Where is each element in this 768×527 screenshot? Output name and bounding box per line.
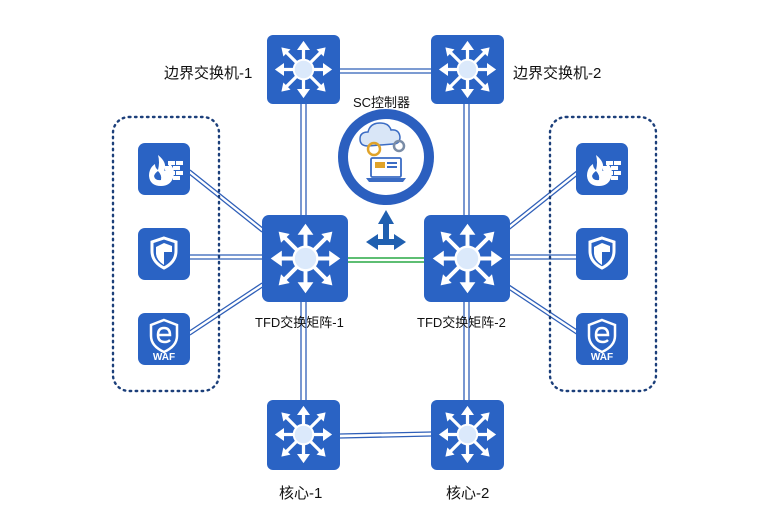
tfd-matrix-1[interactable] <box>262 215 348 302</box>
tfd-interlink <box>348 257 424 263</box>
right-device-3[interactable]: WAF <box>576 313 628 365</box>
shield-icon <box>150 236 178 270</box>
left-waf-label: WAF <box>153 352 175 363</box>
waf-icon: WAF <box>587 318 617 363</box>
tfd-matrix-2-label: TFD交换矩阵-2 <box>417 315 506 330</box>
border-switch-2-label: 边界交换机-2 <box>513 65 602 82</box>
left-security-group <box>111 115 221 393</box>
border-switch-1[interactable] <box>267 35 340 104</box>
right-device-1[interactable] <box>576 143 628 195</box>
core-1-label: 核心-1 <box>279 485 323 502</box>
left-device-2[interactable] <box>138 228 190 280</box>
core-switch-1[interactable] <box>267 400 340 470</box>
sc-controller[interactable] <box>338 109 434 205</box>
tfd-matrix-2[interactable] <box>424 215 510 302</box>
right-security-group <box>548 115 658 393</box>
right-device-2[interactable] <box>576 228 628 280</box>
border-switch-1-label: 边界交换机-1 <box>164 65 253 82</box>
border-switch-2[interactable] <box>431 35 504 104</box>
left-device-3[interactable]: WAF <box>138 313 190 365</box>
distribution-arrow-icon <box>366 210 406 250</box>
left-device-1[interactable] <box>138 143 190 195</box>
shield-icon <box>588 236 616 270</box>
firewall-icon <box>587 155 621 186</box>
waf-icon: WAF <box>149 318 179 363</box>
right-waf-label: WAF <box>591 352 613 363</box>
link-lines <box>187 68 581 439</box>
tfd-matrix-1-label: TFD交换矩阵-1 <box>255 315 344 330</box>
firewall-icon <box>149 155 183 186</box>
core-2-label: 核心-2 <box>446 485 490 502</box>
core-switch-2[interactable] <box>431 400 504 470</box>
sc-controller-label: SC控制器 <box>353 95 411 110</box>
controller-icon <box>359 122 406 182</box>
